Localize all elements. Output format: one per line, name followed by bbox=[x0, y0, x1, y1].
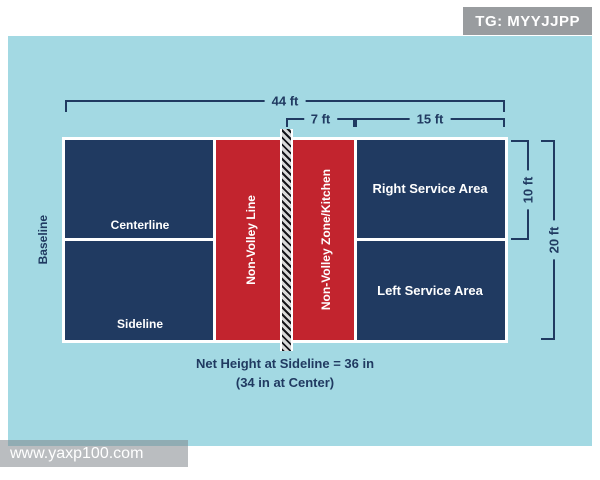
dimension-tick bbox=[541, 140, 555, 142]
tg-badge: TG: MYYJJPP bbox=[463, 7, 592, 35]
dimension-tick bbox=[511, 238, 529, 240]
net-height-note: Net Height at Sideline = 36 in (34 in at… bbox=[135, 355, 435, 393]
dimension-half-court: 10 ft bbox=[511, 140, 536, 240]
sideline-label: Sideline bbox=[116, 317, 163, 331]
net-band bbox=[280, 129, 293, 351]
non-volley-line-label-box: Non-Volley Line bbox=[216, 140, 286, 340]
dimension-service-length: 15 ft bbox=[355, 111, 505, 127]
non-volley-zone-label: Non-Volley Zone/Kitchen bbox=[319, 169, 333, 311]
left-service-area-cell bbox=[357, 241, 505, 340]
dimension-total-height: 20 ft bbox=[541, 140, 562, 340]
left-service-area-label: Left Service Area bbox=[377, 283, 483, 298]
dimension-kitchen-width-label: 7 ft bbox=[303, 111, 338, 127]
dimension-tick bbox=[503, 100, 505, 112]
non-volley-zone-left bbox=[216, 140, 285, 340]
dimension-total-height-label: 20 ft bbox=[546, 220, 562, 260]
dimension-tick bbox=[355, 118, 357, 127]
right-service-area-cell bbox=[357, 140, 505, 238]
dimension-tick bbox=[65, 100, 67, 112]
non-volley-zone-label-box: Non-Volley Zone/Kitchen bbox=[295, 140, 357, 340]
dimension-service-length-label: 15 ft bbox=[409, 111, 451, 127]
tg-badge-text: TG: MYYJJPP bbox=[475, 12, 580, 30]
left-court-bottom-area bbox=[65, 241, 213, 340]
dimension-tick bbox=[511, 140, 529, 142]
dimension-tick bbox=[286, 118, 288, 127]
left-court-top-area bbox=[65, 140, 213, 238]
dimension-tick bbox=[541, 338, 555, 340]
centerline-label: Centerline bbox=[110, 218, 170, 232]
dimension-kitchen-width: 7 ft bbox=[286, 111, 355, 127]
site-watermark: www.yaxp100.com bbox=[0, 440, 188, 467]
dimension-total-width: 44 ft bbox=[65, 93, 505, 112]
dimension-half-court-label: 10 ft bbox=[520, 170, 536, 210]
net-height-note-line2: (34 in at Center) bbox=[235, 374, 335, 390]
baseline-label-box: Baseline bbox=[30, 140, 56, 340]
net-height-note-line1: Net Height at Sideline = 36 in bbox=[195, 356, 375, 371]
site-watermark-text: www.yaxp100.com bbox=[10, 444, 144, 462]
right-service-area-label: Right Service Area bbox=[372, 181, 488, 196]
dimension-tick bbox=[503, 118, 505, 127]
non-volley-zone-right bbox=[285, 140, 354, 340]
dimension-total-width-label: 44 ft bbox=[264, 93, 306, 109]
baseline-label: Baseline bbox=[36, 215, 50, 265]
non-volley-line-label: Non-Volley Line bbox=[244, 195, 258, 285]
dimension-tick bbox=[353, 118, 355, 127]
